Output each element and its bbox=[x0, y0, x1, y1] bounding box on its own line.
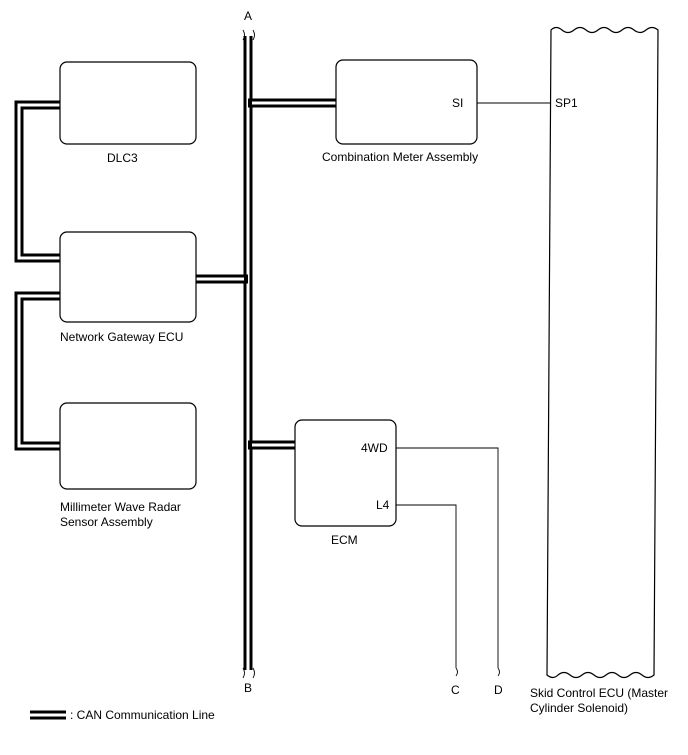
skid-control-box bbox=[546, 26, 659, 679]
skid-pin-sp1: SP1 bbox=[555, 96, 578, 110]
bus-break-top bbox=[242, 29, 255, 41]
bus-bottom-label: B bbox=[244, 681, 252, 695]
legend-label: : CAN Communication Line bbox=[70, 708, 215, 722]
skid-label-line1: Skid Control ECU (Master bbox=[530, 686, 668, 700]
bus-top-label: A bbox=[244, 9, 252, 23]
connector-c-label: C bbox=[451, 683, 460, 697]
ecm-label: ECM bbox=[331, 533, 358, 547]
dlc3-box bbox=[59, 61, 197, 145]
radar-label-line2: Sensor Assembly bbox=[60, 515, 153, 529]
wire-l4-c bbox=[396, 504, 457, 668]
break-mark-d bbox=[497, 667, 500, 677]
wire-4wd-d bbox=[396, 447, 499, 668]
gateway-label: Network Gateway ECU bbox=[60, 330, 183, 344]
can-lines bbox=[14, 36, 336, 670]
meter-box bbox=[335, 59, 478, 145]
can-link-gateway-radar bbox=[14, 291, 60, 451]
radar-box bbox=[59, 402, 197, 490]
gateway-box bbox=[59, 231, 197, 323]
meter-pin-si: SI bbox=[452, 96, 463, 110]
skid-label-line2: Cylinder Solenoid) bbox=[530, 701, 628, 715]
legend: : CAN Communication Line bbox=[30, 708, 215, 722]
connector-d-label: D bbox=[494, 683, 503, 697]
ecm-pin-l4: L4 bbox=[376, 498, 390, 512]
can-link-dlc3-gateway bbox=[14, 100, 60, 263]
bus-break-bottom bbox=[242, 667, 255, 679]
break-mark-c bbox=[455, 667, 458, 677]
ecm-pin-4wd: 4WD bbox=[361, 441, 388, 455]
meter-label: Combination Meter Assembly bbox=[322, 150, 478, 164]
dlc3-label: DLC3 bbox=[107, 151, 138, 165]
radar-label-line1: Millimeter Wave Radar bbox=[60, 500, 181, 514]
ecm-box bbox=[294, 419, 397, 527]
